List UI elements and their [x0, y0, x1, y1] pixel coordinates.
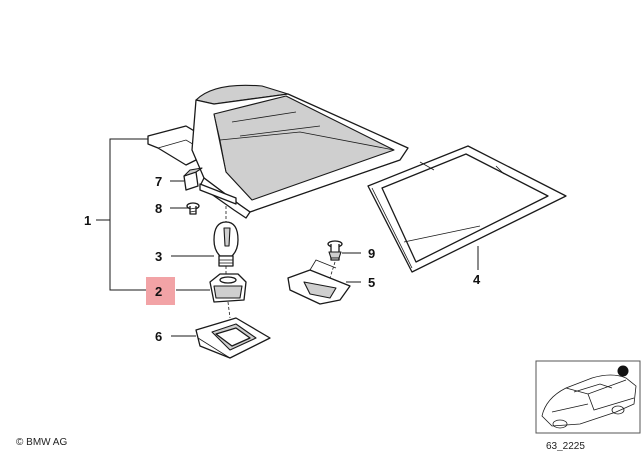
clip-nut	[183, 167, 203, 191]
callout-7: 7	[155, 174, 162, 189]
diagram-code: 63_2225	[546, 441, 585, 451]
location-marker-icon	[617, 365, 629, 377]
socket-holder	[195, 317, 271, 359]
copyright-label: © BMW AG	[16, 437, 67, 448]
callout-6: 6	[155, 329, 162, 344]
callout-3: 3	[155, 249, 162, 264]
bulb-socket	[209, 273, 247, 303]
screw	[186, 202, 200, 215]
gasket-frame	[367, 145, 567, 273]
callout-5: 5	[368, 275, 375, 290]
callout-2: 2	[155, 284, 162, 299]
callout-9: 9	[368, 246, 375, 261]
leader-lines	[96, 138, 479, 337]
mounting-bracket	[287, 259, 351, 305]
lamp-housing	[147, 84, 409, 219]
vehicle-location-thumbnail	[535, 360, 641, 434]
bulb	[213, 221, 239, 267]
highlight-box	[146, 277, 175, 305]
callout-1: 1	[84, 213, 91, 228]
callout-8: 8	[155, 201, 162, 216]
expanding-rivet	[327, 240, 343, 261]
callout-4: 4	[473, 272, 481, 287]
